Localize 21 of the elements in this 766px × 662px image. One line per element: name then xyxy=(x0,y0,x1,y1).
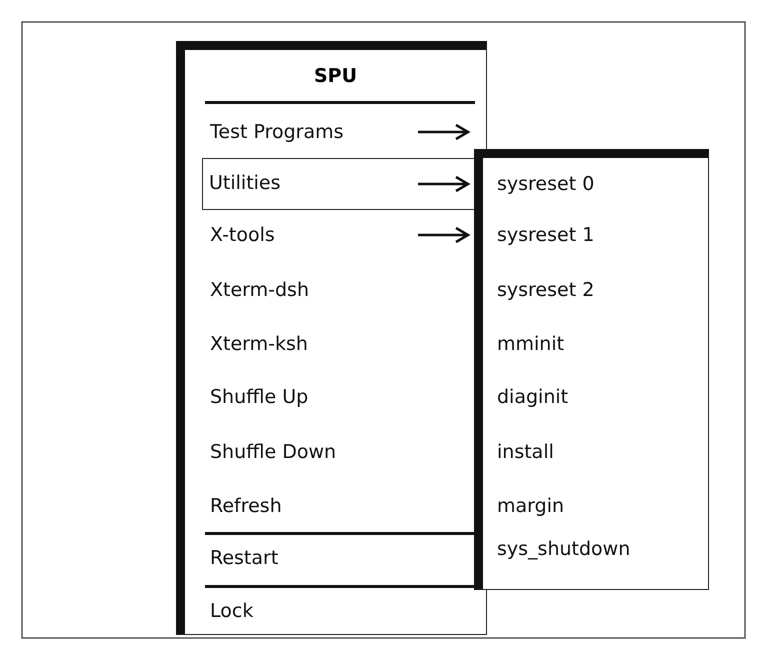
menu-panel xyxy=(176,41,487,635)
menu-item: Shuffle Up xyxy=(206,382,312,412)
menu-title: SPU xyxy=(312,64,358,89)
menu-item: margin xyxy=(493,491,568,521)
menu-item: sysreset 2 xyxy=(493,275,598,305)
menu-item: X-tools xyxy=(206,220,279,250)
menu-item: sysreset 0 xyxy=(493,169,598,199)
menu-item: Xterm-ksh xyxy=(206,329,312,359)
menu-item: install xyxy=(493,437,558,467)
menu-item: diaginit xyxy=(493,382,572,412)
submenu-panel xyxy=(474,149,709,590)
menu-item: Xterm-dsh xyxy=(206,275,313,305)
menu-item: sysreset 1 xyxy=(493,220,598,250)
menu-item: Shuffle Down xyxy=(206,437,340,467)
menu-item: Refresh xyxy=(206,491,286,521)
menu-item: Restart xyxy=(206,543,282,573)
selected-menu-item: Utilities xyxy=(202,158,475,210)
menu-item: sys_shutdown xyxy=(493,534,634,564)
menu-item: Lock xyxy=(206,596,258,626)
menu-item: mminit xyxy=(493,329,568,359)
menu-item: Test Programs xyxy=(206,117,348,147)
